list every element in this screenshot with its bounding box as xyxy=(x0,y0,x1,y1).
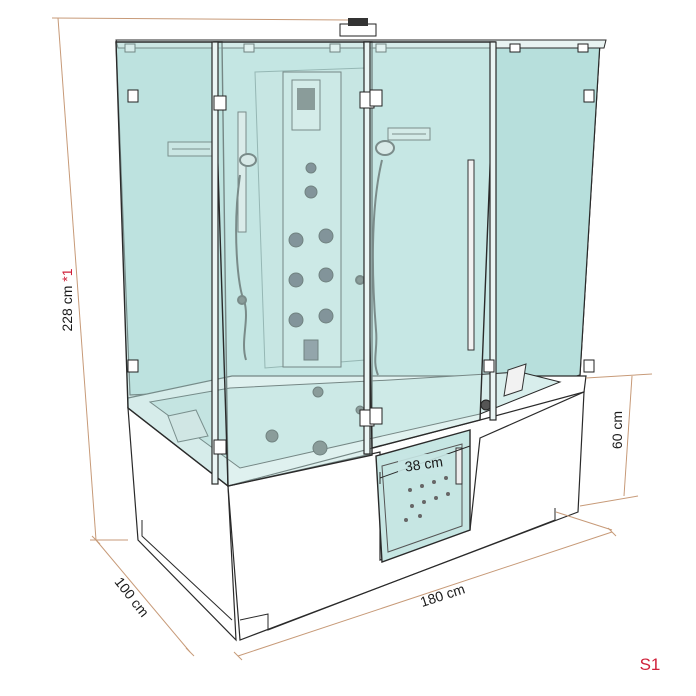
height-label: 228 cm *1 xyxy=(59,268,75,331)
height-dimension-value: 228 cm xyxy=(59,286,75,332)
front-glass-right-sliding-door[interactable] xyxy=(363,41,496,449)
door-handle-icon[interactable] xyxy=(455,447,463,485)
tub-height-dimension-value: 60 cm xyxy=(609,411,625,449)
door-width-label-box: 38 cm xyxy=(398,453,450,475)
door-jets xyxy=(404,476,450,522)
door-width-dimension-value: 38 cm xyxy=(404,453,444,474)
model-code: S1 xyxy=(640,655,661,674)
dimension-lines xyxy=(51,17,653,661)
depth-dimension-value: 100 cm xyxy=(111,574,152,620)
height-note-marker: *1 xyxy=(59,268,75,281)
front-glass-middle-sliding-door[interactable] xyxy=(213,41,373,487)
svg-text:228 cm *1: 228 cm *1 xyxy=(59,268,75,331)
sliding-door-handle-icon[interactable] xyxy=(467,159,475,351)
width-dimension-value: 180 cm xyxy=(418,581,467,610)
